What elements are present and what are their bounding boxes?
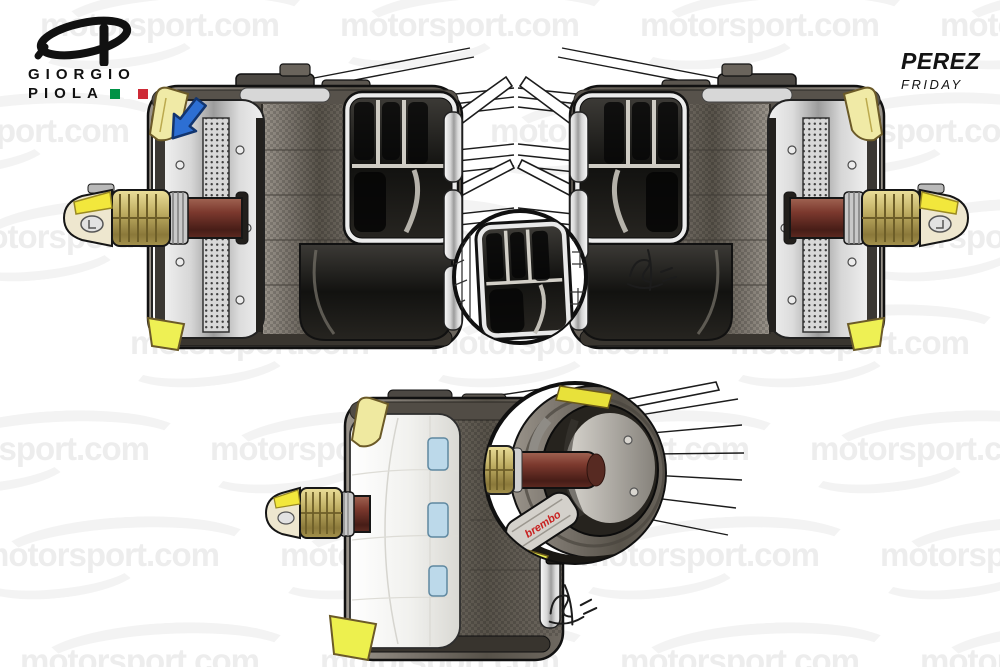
logo-line2: PIOLA [28, 84, 104, 102]
driver-name: PEREZ [901, 48, 981, 74]
yellow-winglet-bottom [146, 316, 186, 352]
gp-monogram-icon [34, 16, 132, 66]
brake-caliper: brembo [505, 491, 579, 555]
brake-disc-inset: brembo [483, 381, 667, 565]
annotation-arrow-icon [171, 97, 207, 140]
screws [175, 145, 252, 305]
giorgio-piola-logo: GIORGIO PIOLA [28, 16, 148, 104]
driveshaft [62, 183, 249, 248]
italian-flag-icon [109, 89, 148, 100]
brake-duct-inlets [342, 90, 460, 246]
brake-assembly-top-left [62, 47, 516, 352]
driveshaft-detail [485, 445, 606, 495]
yellow-winglet-bottom [328, 614, 378, 662]
inlet-duct-inset [452, 209, 588, 345]
yellow-accent-top [555, 385, 613, 409]
blue-inspection-patches [427, 437, 449, 597]
driveshaft [264, 486, 371, 540]
driver-credit: PEREZ FRIDAY [901, 48, 981, 93]
brake-assembly-top-right [518, 48, 968, 350]
session-label: FRIDAY [901, 77, 963, 92]
logo-line1: GIORGIO [28, 66, 136, 83]
yellow-winglet-top [350, 396, 390, 448]
